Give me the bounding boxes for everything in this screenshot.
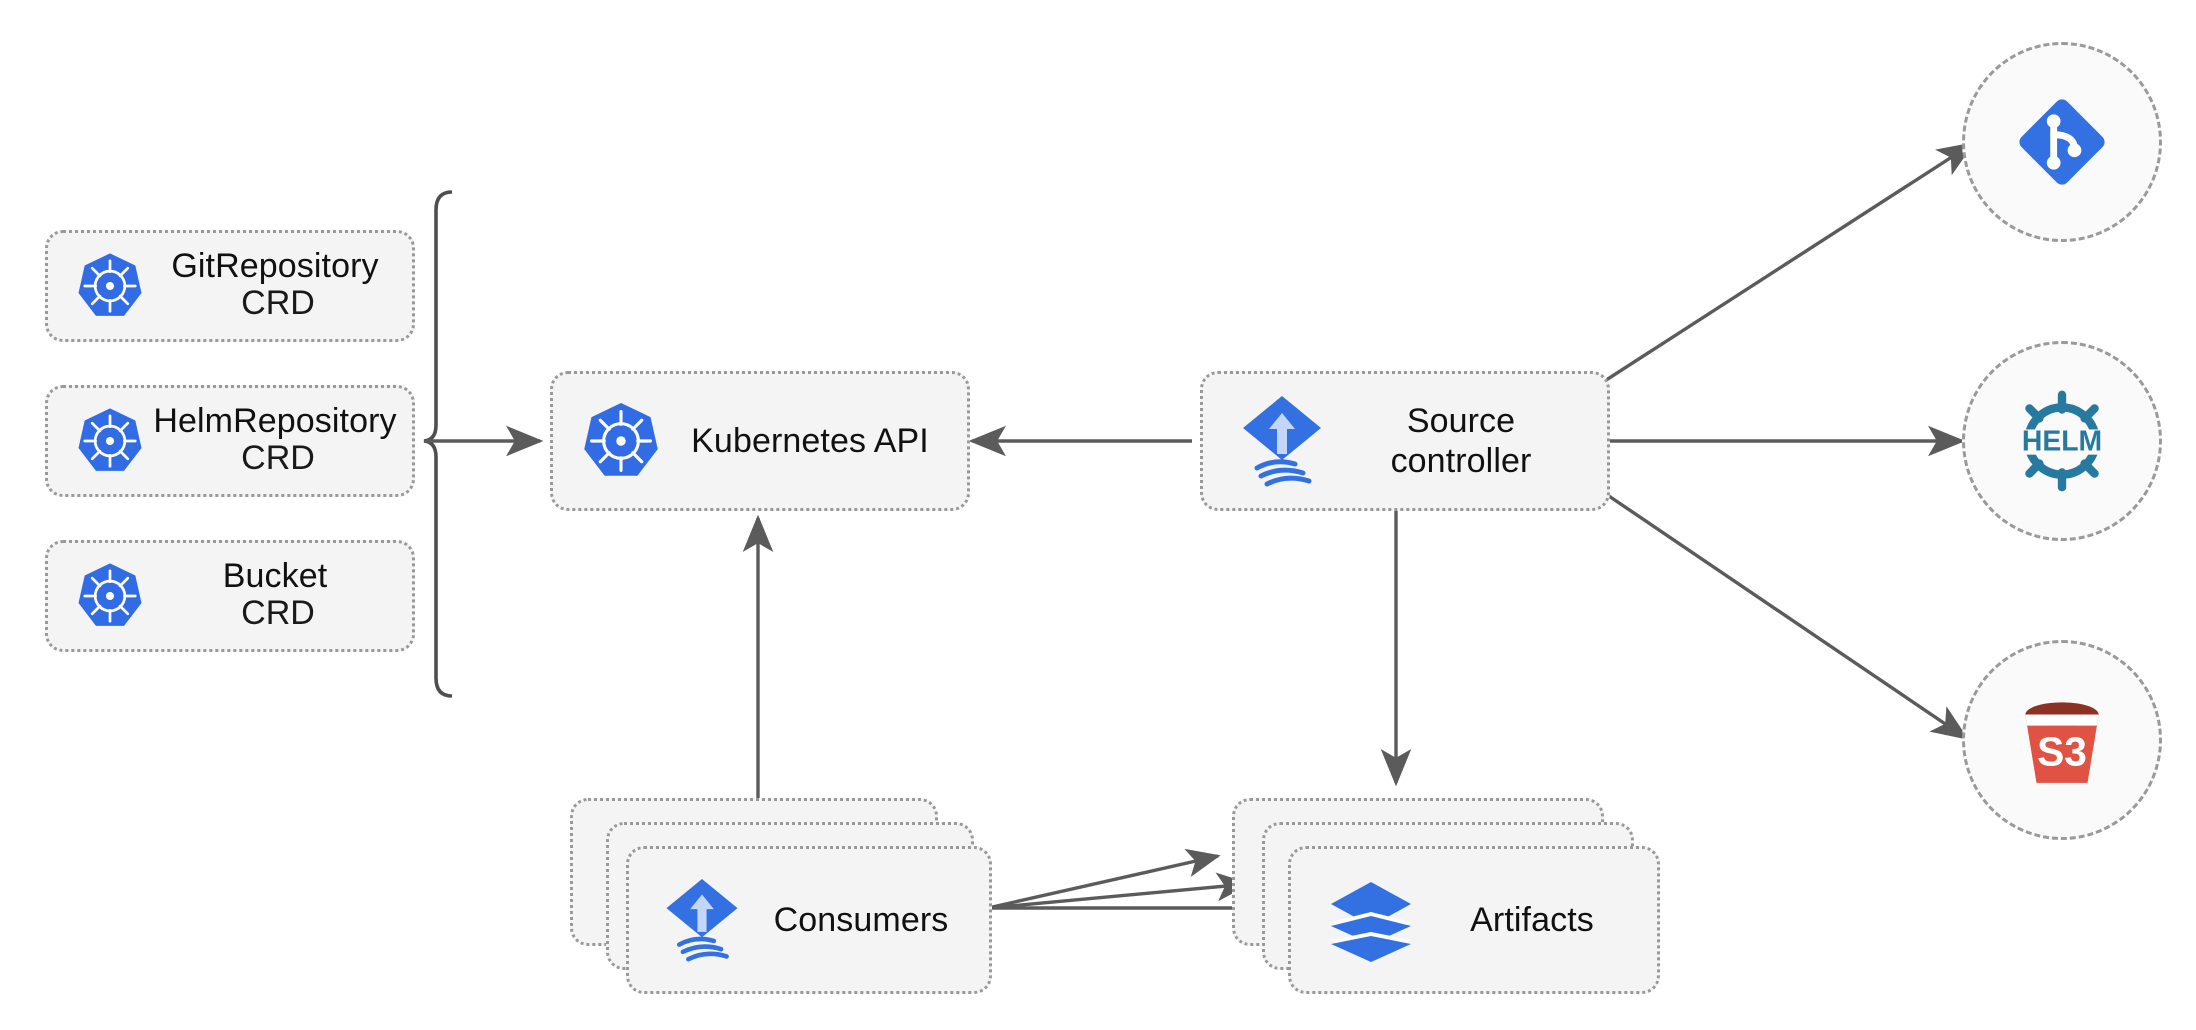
edge-source-controller-to-git [1599,142,1975,386]
node-label-source-controller: Source controller [1390,401,1532,480]
s3-wordmark: S3 [2037,728,2087,774]
node-artifacts[interactable]: Artifacts [1288,846,1660,994]
layers-icon [1325,874,1417,966]
node-source-controller[interactable]: Source controller [1200,371,1610,511]
external-source-git[interactable] [1962,42,2162,242]
node-label-consumers: Consumers [773,900,949,939]
crd-box-helmrepository[interactable]: HelmRepository CRD [45,385,415,497]
crd-group-bracket [423,190,453,698]
crd-sublabel-bucket: CRD [241,594,315,632]
crd-box-gitrepository[interactable]: GitRepository CRD [45,230,415,342]
node-kubernetes-api[interactable]: Kubernetes API [550,371,970,511]
crd-sublabel-gitrepository: CRD [241,284,315,322]
git-icon [2019,99,2105,185]
edge-consumers-to-artifacts-middle [987,872,1251,910]
kubernetes-icon [74,560,146,632]
helm-icon: HELM [2020,390,2104,492]
crd-sublabel-helmrepository: CRD [241,439,315,477]
crd-box-bucket[interactable]: Bucket CRD [45,540,415,652]
s3-bucket-icon: S3 [2025,702,2099,783]
flux-icon [1237,390,1327,492]
edge-consumers-to-artifacts-top [987,848,1221,910]
kubernetes-icon [74,250,146,322]
node-consumers[interactable]: Consumers [626,846,992,994]
kubernetes-icon [579,399,663,483]
node-label-artifacts: Artifacts [1470,900,1594,939]
kubernetes-icon [74,405,146,477]
crd-label-gitrepository: GitRepository [171,246,379,285]
crd-label-bucket: Bucket [222,556,328,595]
node-label-kubernetes-api: Kubernetes API [691,421,929,460]
external-source-s3[interactable]: S3 [1962,640,2162,840]
external-source-helm[interactable]: HELM [1962,341,2162,541]
flux-icon [661,872,743,968]
edge-source-controller-to-s3 [1599,488,1969,740]
helm-wordmark: HELM [2022,425,2102,457]
crd-label-helmrepository: HelmRepository [153,401,397,440]
